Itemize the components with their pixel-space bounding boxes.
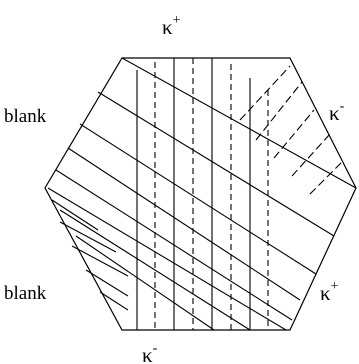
hexagon-outline	[44, 57, 357, 331]
diagonal-line	[47, 187, 287, 331]
diagonal-line	[85, 269, 129, 297]
diagonal-line	[291, 133, 331, 177]
diagonal-line	[121, 57, 357, 189]
line-pattern	[47, 57, 357, 331]
diagonal-line	[97, 91, 335, 237]
label-top: κ+	[162, 13, 181, 39]
hexagon-border	[44, 57, 357, 331]
diagonal-line	[79, 123, 317, 275]
diagonal-line	[67, 147, 301, 301]
label-bottom: κ-	[142, 341, 158, 364]
diagonal-line	[55, 169, 293, 321]
diagonal-line	[71, 245, 129, 277]
diagonal-line	[75, 235, 215, 331]
diagonal-line	[51, 199, 99, 231]
diagonal-line	[309, 159, 345, 195]
diagonal-line	[99, 291, 129, 311]
diagonal-line	[239, 65, 291, 121]
label-left-upper: blank	[4, 106, 47, 127]
label-right-lower: κ+	[320, 279, 339, 305]
diagonal-line	[273, 109, 315, 159]
diagonal-line	[59, 221, 117, 253]
diagonal-line	[255, 81, 303, 141]
label-left-lower: blank	[4, 283, 47, 304]
diagonal-line	[59, 209, 251, 331]
label-right-upper: κ-	[329, 99, 345, 125]
